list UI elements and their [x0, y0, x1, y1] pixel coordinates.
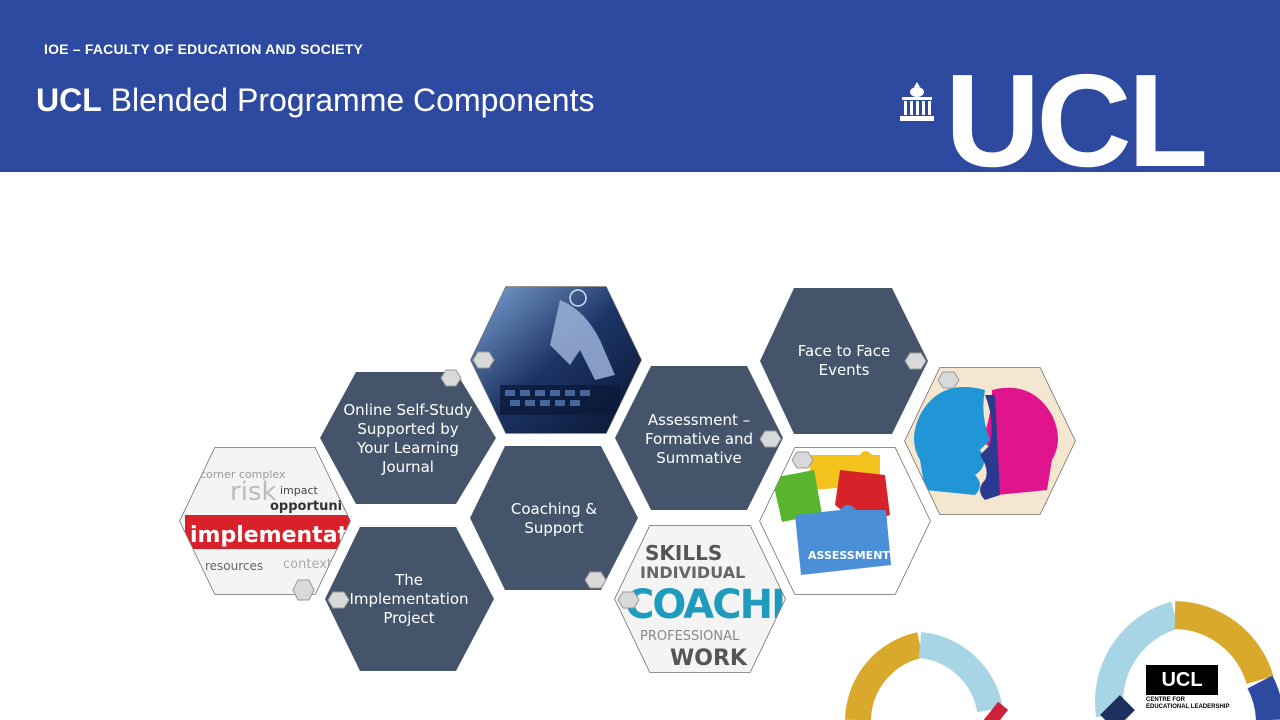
svg-text:COACHING: COACHING	[625, 582, 846, 628]
svg-text:impact: impact	[280, 484, 319, 497]
hex-label-line: Journal	[382, 458, 434, 476]
ucl-logo: UCL	[945, 47, 1208, 194]
assessment-puzzle-image: ASSESSMENT	[759, 447, 931, 595]
hex-marker-icon	[440, 369, 462, 387]
title-ucl: UCL	[36, 82, 102, 118]
hex-label-line: Your Learning	[357, 439, 459, 457]
cel-line-2: EDUCATIONAL LEADERSHIP	[1146, 704, 1230, 710]
implementation-wordcloud-image: corner complex risk impact opportunity i…	[179, 447, 371, 601]
hex-label-line: Implementation	[349, 590, 469, 608]
laptop-hand-image	[470, 286, 642, 434]
hex-label-line: Formative and	[644, 430, 754, 448]
hex-label-line: Project	[383, 609, 435, 627]
hex-marker-icon	[904, 352, 927, 370]
hex-label-implementation-project: The Implementation Project	[334, 571, 484, 628]
coaching-wordcloud-image: SKILLS INDIVIDUAL COACHING PROFESSIONAL …	[614, 525, 846, 673]
header-banner: IOE – FACULTY OF EDUCATION AND SOCIETY U…	[0, 0, 1280, 187]
hex-coaching-support	[470, 446, 638, 590]
svg-text:resources: resources	[205, 559, 263, 573]
hex-label-line: Coaching &	[510, 500, 598, 518]
hex-marker-icon	[327, 591, 350, 609]
hex-label-line: Assessment –	[647, 411, 751, 429]
svg-text:INDIVIDUAL: INDIVIDUAL	[640, 563, 745, 582]
hex-label-line: Supported by	[357, 420, 459, 438]
hex-online-self-study	[320, 372, 496, 504]
hex-label-line: Support	[524, 519, 584, 537]
hex-label-line: The	[395, 571, 423, 589]
decorative-ring-right	[1095, 601, 1280, 720]
page-title: UCL Blended Programme Components	[36, 80, 594, 120]
decorative-ring-left	[845, 632, 1009, 720]
cel-centre-text: CENTRE FOR EDUCATIONAL LEADERSHIP	[1146, 697, 1236, 711]
hex-face-to-face	[760, 288, 928, 434]
faculty-label: IOE – FACULTY OF EDUCATION AND SOCIETY	[44, 41, 363, 57]
hex-marker-icon	[584, 571, 607, 589]
hex-label-online-self-study: Online Self-Study Supported by Your Lear…	[333, 401, 483, 477]
hex-label-line: Online Self-Study	[343, 401, 473, 419]
hex-label-assessment: Assessment – Formative and Summative	[624, 411, 774, 468]
hex-label-line: Events	[818, 361, 870, 379]
hex-implementation-project	[325, 527, 494, 671]
svg-text:WORK: WORK	[670, 646, 748, 671]
svg-text:corner complex: corner complex	[200, 468, 286, 481]
svg-text:PROFESSIONAL: PROFESSIONAL	[640, 629, 740, 644]
title-text: Blended Programme Components	[101, 82, 595, 118]
hex-label-line: Summative	[656, 449, 742, 467]
svg-text:context: context	[283, 557, 332, 572]
cel-line-1: CENTRE FOR	[1146, 697, 1185, 703]
ucl-portico-icon	[900, 82, 934, 121]
two-heads-image	[904, 367, 1076, 515]
hex-marker-icon	[759, 430, 782, 448]
svg-text:risk: risk	[230, 477, 277, 507]
hex-label-face-to-face: Face to Face Events	[769, 342, 919, 380]
svg-text:ASSESSMENT: ASSESSMENT	[808, 549, 890, 562]
svg-text:implementatio: implementatio	[190, 523, 371, 548]
hex-label-coaching-support: Coaching & Support	[479, 500, 629, 538]
hex-label-line: Face to Face	[797, 342, 891, 360]
svg-text:opportunity: opportunity	[270, 499, 357, 514]
hex-assessment	[615, 366, 783, 510]
cel-ucl-logo: UCL	[1146, 665, 1218, 695]
svg-text:SKILLS: SKILLS	[645, 541, 722, 565]
